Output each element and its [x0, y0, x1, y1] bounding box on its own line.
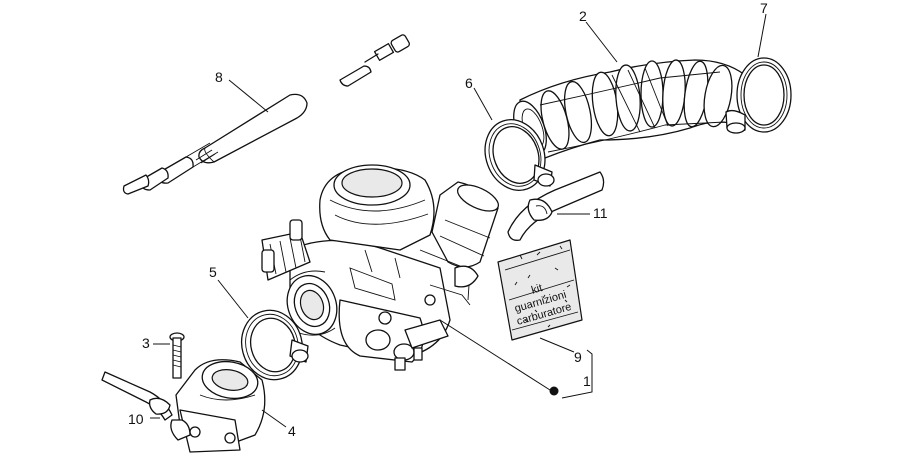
callout-7: 7 — [760, 0, 768, 16]
callout-11: 11 — [593, 205, 608, 221]
part-11-vent-hose — [507, 171, 605, 241]
callout-3: 3 — [142, 335, 150, 351]
callout-5: 5 — [209, 264, 217, 280]
part-7-hose-clamp — [725, 57, 792, 134]
part-10-vacuum-hose — [101, 371, 173, 421]
callout-10: 10 — [128, 411, 144, 427]
part-6-hose-clamp — [484, 119, 555, 191]
callout-6: 6 — [465, 75, 473, 91]
part-8-throttle-cable — [122, 34, 410, 195]
part-4-intake-manifold — [170, 359, 266, 453]
callout-leaders — [150, 13, 767, 428]
callout-1: 1 — [583, 373, 591, 389]
callout-2: 2 — [579, 8, 587, 24]
part-1-carburetor — [261, 164, 500, 371]
callout-8: 8 — [215, 69, 223, 85]
part-3-bolt — [169, 332, 185, 379]
callout-numbers: 2 7 8 6 11 5 3 9 1 10 4 — [128, 0, 768, 439]
callout-dot — [549, 386, 559, 396]
kit-label-line-1: kit — [530, 282, 544, 297]
part-5-intake-clamp — [240, 309, 309, 381]
callout-4: 4 — [288, 423, 296, 439]
part-2-intake-hose — [513, 59, 746, 159]
part-9-gasket-kit-bag: kit guarnizioni carburatore — [497, 239, 583, 341]
callout-9: 9 — [574, 349, 582, 365]
